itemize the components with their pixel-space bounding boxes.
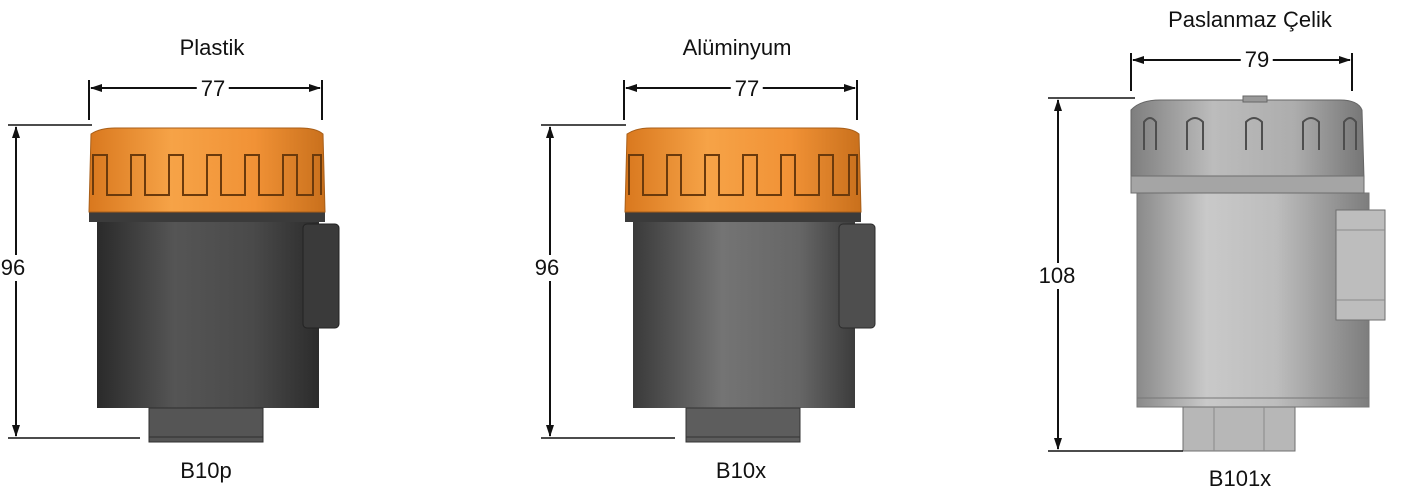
cap-grooves <box>1143 117 1357 150</box>
cap-band <box>1130 175 1365 194</box>
variant-paslanmaz-celik <box>1048 53 1386 452</box>
height-value: 108 <box>1038 263 1076 289</box>
bottom-fitting <box>1182 406 1296 452</box>
variant-plastik <box>8 80 340 443</box>
sensor-body <box>633 220 855 408</box>
sensor-body <box>97 220 319 408</box>
model-label: B10p <box>180 458 232 483</box>
sensor-body <box>1136 192 1370 408</box>
model-label: B101x <box>1208 466 1272 491</box>
cap-grooves <box>628 154 858 196</box>
bottom-fitting <box>685 407 801 443</box>
width-value: 77 <box>196 78 230 100</box>
side-port <box>1335 209 1386 321</box>
variant-aluminyum <box>541 80 876 443</box>
material-label: Paslanmaz Çelik <box>1168 7 1332 32</box>
height-value: 96 <box>0 255 26 281</box>
material-label: Plastik <box>179 35 245 60</box>
height-value: 96 <box>534 255 560 281</box>
model-label: B10x <box>715 458 767 483</box>
cap <box>1130 99 1365 179</box>
width-value: 79 <box>1240 49 1274 71</box>
width-value: 77 <box>730 78 764 100</box>
cap-band <box>625 211 861 222</box>
side-port <box>838 223 876 329</box>
material-label: Alüminyum <box>682 35 792 60</box>
side-port <box>302 223 340 329</box>
bottom-fitting <box>148 407 264 443</box>
cap-grooves <box>92 154 322 196</box>
cap-band <box>89 211 325 222</box>
